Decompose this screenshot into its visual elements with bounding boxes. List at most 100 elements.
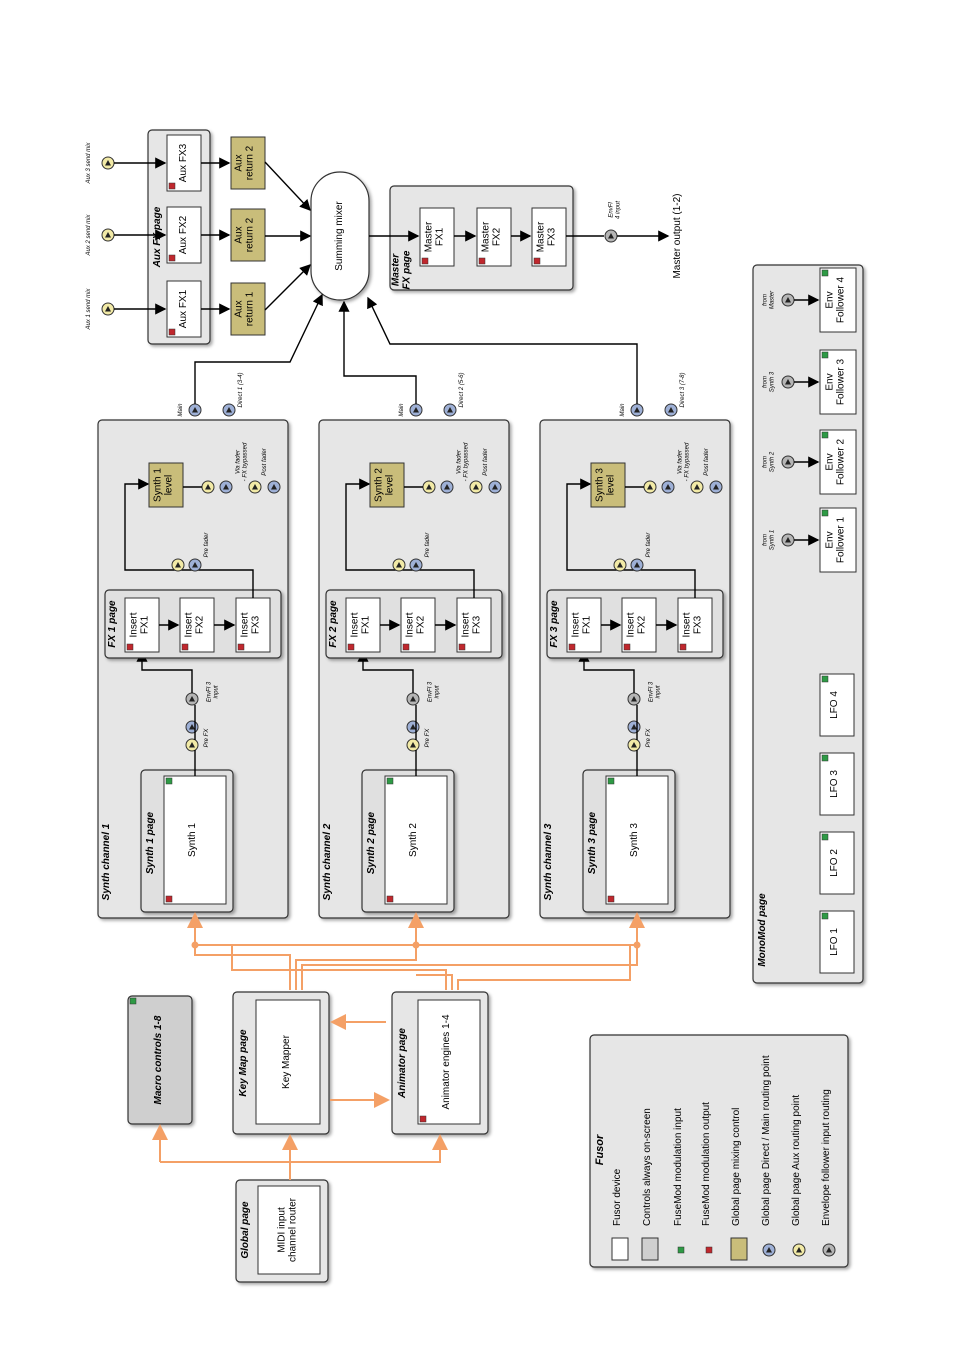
synth-page-title: Synth 2 page [366, 811, 377, 874]
modulation-output-marker [679, 643, 687, 651]
insert-fx-label: InsertFX1 [129, 612, 151, 637]
insert-fx-label: InsertFX1 [571, 612, 593, 637]
insert-fx-label: InsertFX2 [626, 612, 648, 637]
direct-main-routing-point-icon-glyph [447, 407, 453, 413]
direct-main-routing-point-icon-glyph [271, 484, 277, 490]
insert-fx-device [179, 597, 215, 653]
legend-item-label: FuseMod modulation output [701, 1102, 712, 1226]
direct-main-routing-point-icon-glyph [492, 484, 498, 490]
env-follower-label: EnvFollower 2 [825, 439, 847, 486]
via-fader-label: Via fader- FX bypassed [236, 442, 249, 481]
modulation-output-marker [347, 643, 355, 651]
envelope-follower-routing-icon-glyph [785, 297, 791, 303]
modulation-input-marker [821, 431, 829, 439]
env-from-label: fromSynth 2 [763, 451, 776, 472]
aux-return-control [230, 282, 266, 336]
envfl3-input-label: EnvFl 3input [428, 681, 441, 702]
direct-main-routing-point-icon-glyph [189, 724, 195, 730]
insert-fx-label: InsertFX3 [240, 612, 262, 637]
modulation-output-marker [402, 643, 410, 651]
post-fader-label: Post fader [704, 447, 710, 475]
animator-label: Animator engines 1-4 [441, 1014, 452, 1109]
envfl3-input-label: EnvFl 3input [649, 681, 662, 702]
via-fader-label: Via fader- FX bypassed [457, 442, 470, 481]
aux-routing-point-icon-glyph [647, 484, 653, 490]
main-label: Main [399, 403, 405, 417]
insert-fx-label: InsertFX1 [350, 612, 372, 637]
lfo-label: LFO 1 [829, 928, 840, 956]
modulation-input-marker [821, 351, 829, 359]
main-label: Main [178, 403, 184, 417]
synth-label: Synth 2 [408, 823, 419, 857]
modulation-output-marker [568, 643, 576, 651]
envelope-follower-routing-icon-glyph [189, 696, 195, 702]
ch1-main-to-mixer [194, 293, 323, 404]
aux-send-mix-label: Aux 1 send mix [86, 287, 92, 330]
aux-return-control [230, 208, 266, 262]
modulation-output-marker [533, 257, 541, 265]
synth-level-control [369, 462, 405, 508]
aux-fx-device [166, 134, 202, 192]
modulation-input-marker [821, 509, 829, 517]
midi-router-label: MIDI inputchannel router [277, 1197, 299, 1262]
aux-routing-point-icon-glyph [396, 562, 402, 568]
aux-routing-point-icon-glyph [473, 484, 479, 490]
direct-main-routing-point-icon-glyph [413, 407, 419, 413]
anim-to-synth1 [231, 945, 447, 990]
aux-routing-point-icon-glyph [617, 562, 623, 568]
keymap-to-synth2 [295, 945, 417, 990]
envelope-follower-routing-icon-glyph [785, 537, 791, 543]
direct-main-routing-point-icon-glyph [665, 484, 671, 490]
modulation-output-marker [168, 182, 176, 190]
insert-fx-label: InsertFX2 [405, 612, 427, 637]
keymap-to-synth1 [194, 945, 291, 990]
direct-label: Direct 3 (7-8) [680, 372, 686, 407]
modulation-output-marker [386, 895, 394, 903]
synth-device [163, 775, 227, 905]
env-follower-device [819, 267, 857, 333]
master-fx-page-title: MasterFX page [391, 250, 413, 289]
synth-channel-title: Synth channel 3 [543, 823, 554, 900]
anim-to-synth2 [416, 974, 453, 990]
legend-item-label: Controls always on-screen [642, 1108, 653, 1226]
synth-channel-title: Synth channel 1 [101, 823, 112, 900]
aux-routing-point-icon-glyph [426, 484, 432, 490]
pre-fx-label: Pre FX [646, 728, 652, 748]
lfo-label: LFO 4 [829, 691, 840, 719]
main-label: Main [620, 403, 626, 417]
legend-aux-icon-glyph [796, 1247, 802, 1253]
key-map-page-title: Key Map page [238, 1029, 249, 1097]
modulation-input-marker [165, 777, 173, 785]
modulation-output-marker [237, 643, 245, 651]
synth-level-label: Synth 3level [595, 468, 617, 502]
synth-label: Synth 1 [187, 823, 198, 857]
modulation-output-marker [421, 257, 429, 265]
midi-router-device [257, 1185, 321, 1275]
pre-fader-label: Pre fader [646, 532, 652, 558]
ch2-main-to-mixer [338, 300, 417, 404]
direct-main-routing-point-icon-glyph [192, 562, 198, 568]
synth-channel-title: Synth channel 2 [322, 823, 333, 900]
legend-title: Fusor [594, 1134, 606, 1165]
post-fader-label: Post fader [483, 447, 489, 475]
aux-routing-point-icon-glyph [252, 484, 258, 490]
synth-level-control [590, 462, 626, 508]
insert-fx-device [621, 597, 657, 653]
modulation-input-marker [129, 997, 137, 1005]
modulation-output-marker [165, 895, 173, 903]
synth-page-title: Synth 1 page [145, 811, 156, 874]
summing-mixer-label: Summing mixer [334, 201, 345, 271]
modulation-output-marker [168, 328, 176, 336]
monomod-page-title: MonoMod page [757, 893, 768, 967]
modulation-output-marker [126, 643, 134, 651]
keymap-to-synth3 [301, 945, 638, 990]
direct-main-routing-point-icon-glyph [713, 484, 719, 490]
direct-main-routing-point-icon-glyph [631, 724, 637, 730]
modulation-output-marker [168, 254, 176, 262]
fx-page-title: FX 3 page [549, 600, 560, 648]
direct-main-routing-point-icon-glyph [668, 407, 674, 413]
modulation-input-marker [386, 777, 394, 785]
pre-fader-label: Pre fader [425, 532, 431, 558]
aux-routing-point-icon-glyph [105, 306, 111, 312]
